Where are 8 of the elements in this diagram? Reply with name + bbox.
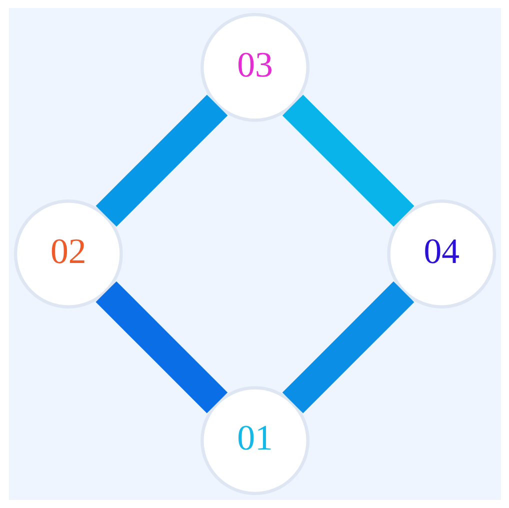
connector — [95, 94, 228, 227]
node-circle: 04 — [386, 200, 496, 308]
node-circle: 01 — [200, 386, 309, 496]
connector — [282, 94, 414, 227]
node-circle: 03 — [200, 12, 309, 122]
connector — [282, 281, 414, 414]
node-circle: 02 — [13, 200, 122, 308]
connector — [95, 281, 228, 414]
